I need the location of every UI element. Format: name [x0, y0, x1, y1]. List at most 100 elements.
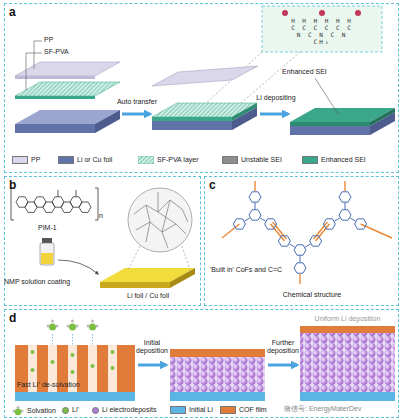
layer-label: PP: [44, 36, 74, 44]
cof-on-li: [51, 320, 54, 323]
pim1-structure: [76, 190, 77, 197]
further-deposit: [300, 333, 395, 392]
cof-structure: [339, 192, 351, 202]
magnified-network: [182, 246, 190, 270]
cof-on-li: [91, 320, 94, 323]
further-deposit: [300, 326, 395, 401]
cof-structure: [350, 218, 355, 221]
vial-symbol: [40, 243, 54, 265]
legend-item: COF film: [220, 406, 267, 414]
legend-text: Enhanced SEI: [321, 156, 366, 164]
cof-structure: [278, 236, 321, 273]
legend-text: Unstable SEI: [241, 156, 282, 164]
legend-item: Unstable SEI: [222, 156, 282, 164]
cof-structure: [355, 219, 367, 229]
stack-initial: [15, 41, 120, 133]
coating-arrow: [58, 260, 98, 274]
cof-structure: [290, 244, 295, 247]
cof-structure: [233, 192, 276, 229]
cof-on-li: [71, 370, 75, 374]
stack-deposited: [290, 122, 370, 126]
legend-swatch: [92, 407, 99, 414]
caption-label: Chemical structure: [262, 291, 362, 299]
note-label: Uniform Li deposition: [300, 315, 395, 323]
note-label: Fast Li⁺ de-solvation: [17, 381, 133, 389]
note-label: 'Built in' CoFs and C=C: [210, 266, 310, 274]
cof-structure: [294, 245, 306, 255]
cof-on-li: [71, 353, 75, 357]
magnified-network: [158, 192, 176, 224]
cof-on-li: [52, 334, 53, 346]
stack-deposited: [370, 108, 395, 126]
cof-structure: [323, 219, 335, 229]
stack-transferred: [152, 66, 258, 86]
cof-on-li: [47, 320, 99, 331]
coated-foil: [100, 268, 195, 288]
stack-initial: [15, 76, 95, 79]
cof-structure: [278, 236, 290, 246]
legend-item: Solvation: [12, 406, 56, 416]
cof-structure: [245, 218, 250, 221]
step-label: Li depositing: [250, 94, 302, 102]
legend-item: Li electrodeposits: [92, 406, 156, 414]
cof-on-li: [49, 324, 96, 331]
process-arrow: [122, 113, 150, 116]
cof-structure: [271, 224, 285, 241]
panel-frame: b: [4, 176, 201, 306]
cof-structure: [345, 202, 346, 210]
cof-on-li: [92, 334, 93, 346]
formula-row: C C C C C C: [291, 24, 353, 31]
layer-label: Enhanced SEI: [282, 68, 340, 76]
legend-sample: [12, 406, 24, 416]
atom-balls: [282, 10, 361, 16]
layer-label: SF-PVA: [44, 48, 84, 56]
legend-text: Li or Cu foil: [77, 156, 112, 164]
cof-on-li: [69, 324, 76, 331]
cof-on-li: [15, 345, 135, 392]
cof-structure: [314, 222, 328, 239]
stack-transferred: [152, 117, 232, 121]
step-label: Further deposition: [262, 339, 304, 355]
panel-letter: d: [9, 311, 16, 325]
stack-initial: [26, 53, 42, 90]
cof-structure: [222, 224, 239, 238]
pim1-structure: [58, 190, 59, 197]
legend-item: SF-PVA layer: [138, 156, 199, 164]
stack-deposited: [315, 78, 338, 114]
legend-item: Li⁺: [62, 406, 79, 414]
pim1-structure: [11, 188, 14, 220]
step-label: NMP solution coating: [4, 278, 99, 286]
panel-frame: c: [204, 176, 399, 306]
stack-deposited: [290, 126, 370, 135]
legend-sample: [138, 156, 154, 164]
cof-structure: [233, 219, 245, 229]
magnified-network: [136, 222, 186, 234]
cof-structure: [265, 219, 277, 229]
cof-structure: [260, 218, 265, 221]
magnified-network: [162, 200, 170, 248]
cof-on-li: [15, 320, 135, 402]
process-arrow: [138, 364, 166, 367]
cof-structure: [294, 263, 306, 273]
formula-row: CH₃: [314, 38, 331, 45]
further-deposit: [300, 392, 395, 401]
initial-deposit: [170, 349, 265, 401]
atom-balls: [282, 10, 288, 16]
cof-on-li: [31, 350, 35, 354]
pim1-structure: [11, 188, 98, 220]
coated-foil: [170, 268, 195, 288]
stack-transferred: [232, 103, 257, 121]
legend-swatch: [222, 156, 238, 164]
cof-on-li: [49, 324, 56, 331]
cof-on-li: [111, 350, 115, 354]
vial-symbol: [41, 253, 53, 264]
legend-swatch: [170, 406, 186, 414]
atom-balls: [355, 10, 361, 16]
panel-frame: H H H H H HC C C C C CN C N C NCH₃a: [4, 3, 399, 173]
substrate-label: Li foil / Cu foil: [100, 292, 196, 300]
legend-swatch: [302, 156, 318, 164]
cof-on-li: [71, 320, 74, 323]
stack-initial: [95, 110, 120, 133]
process-arrow: [260, 113, 288, 116]
